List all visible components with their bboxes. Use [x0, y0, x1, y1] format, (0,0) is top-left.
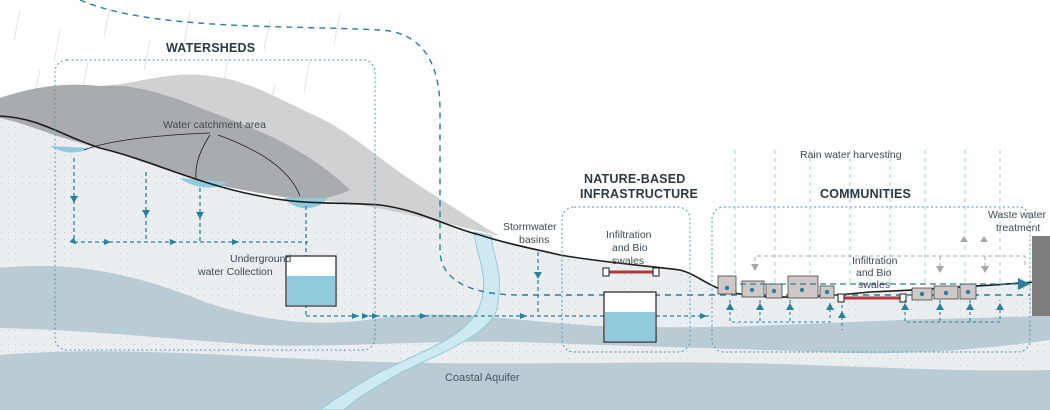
- nbi-swale: [602, 267, 660, 343]
- recharge-arrows: [726, 303, 1004, 318]
- waste-label-1: Waste water: [988, 209, 1046, 221]
- communities-title: COMMUNITIES: [820, 187, 911, 201]
- rain-harvest-lines: [734, 150, 1001, 285]
- nbi-infil-1: Infiltration: [606, 229, 652, 241]
- treatment-plant: [1032, 236, 1050, 316]
- community-infil-2: and Bio: [856, 267, 892, 279]
- community-infil-1: Infiltration: [852, 255, 898, 267]
- house-drops: [724, 285, 971, 297]
- nbi-infil-3: swales: [612, 255, 644, 267]
- gray-arrows: [751, 236, 989, 273]
- communities-swale: [837, 293, 907, 303]
- mountain-front: [0, 84, 350, 200]
- collector-arrows: [70, 196, 707, 319]
- upper-aquifer: [0, 265, 1050, 354]
- rain-harvest-label: Rain water harvesting: [800, 149, 902, 161]
- underground-label-2: water Collection: [197, 266, 273, 278]
- coastal-aquifer: [0, 351, 1050, 410]
- underground-label-1: Underground: [230, 253, 291, 265]
- waste-label-2: treatment: [996, 222, 1040, 234]
- river: [319, 231, 500, 410]
- treatment-arrow-icon: [1018, 278, 1030, 290]
- communities-box: [711, 206, 1031, 353]
- nbi-title-1: NATURE-BASED: [584, 172, 685, 186]
- nbi-box: [561, 206, 691, 353]
- aquifer-label: Coastal Aquifer: [445, 372, 520, 384]
- watersheds-box: [54, 59, 376, 351]
- stormwater-label-2: basins: [519, 234, 549, 246]
- gray-return-line: [754, 255, 1026, 270]
- stormwater-label-1: Stormwater: [503, 221, 557, 233]
- community-infil-3: swales: [858, 279, 890, 291]
- catchment-pond-1: [50, 146, 90, 153]
- underground-tank: [285, 255, 337, 307]
- nbi-title-2: INFRASTRUCTURE: [580, 187, 698, 201]
- catchment-leaders: [83, 132, 301, 197]
- nbi-infil-2: and Bio: [612, 242, 648, 254]
- watersheds-title: WATERSHEDS: [166, 41, 255, 55]
- regional-flow-line: [79, 0, 1030, 296]
- catchment-label: Water catchment area: [163, 119, 266, 131]
